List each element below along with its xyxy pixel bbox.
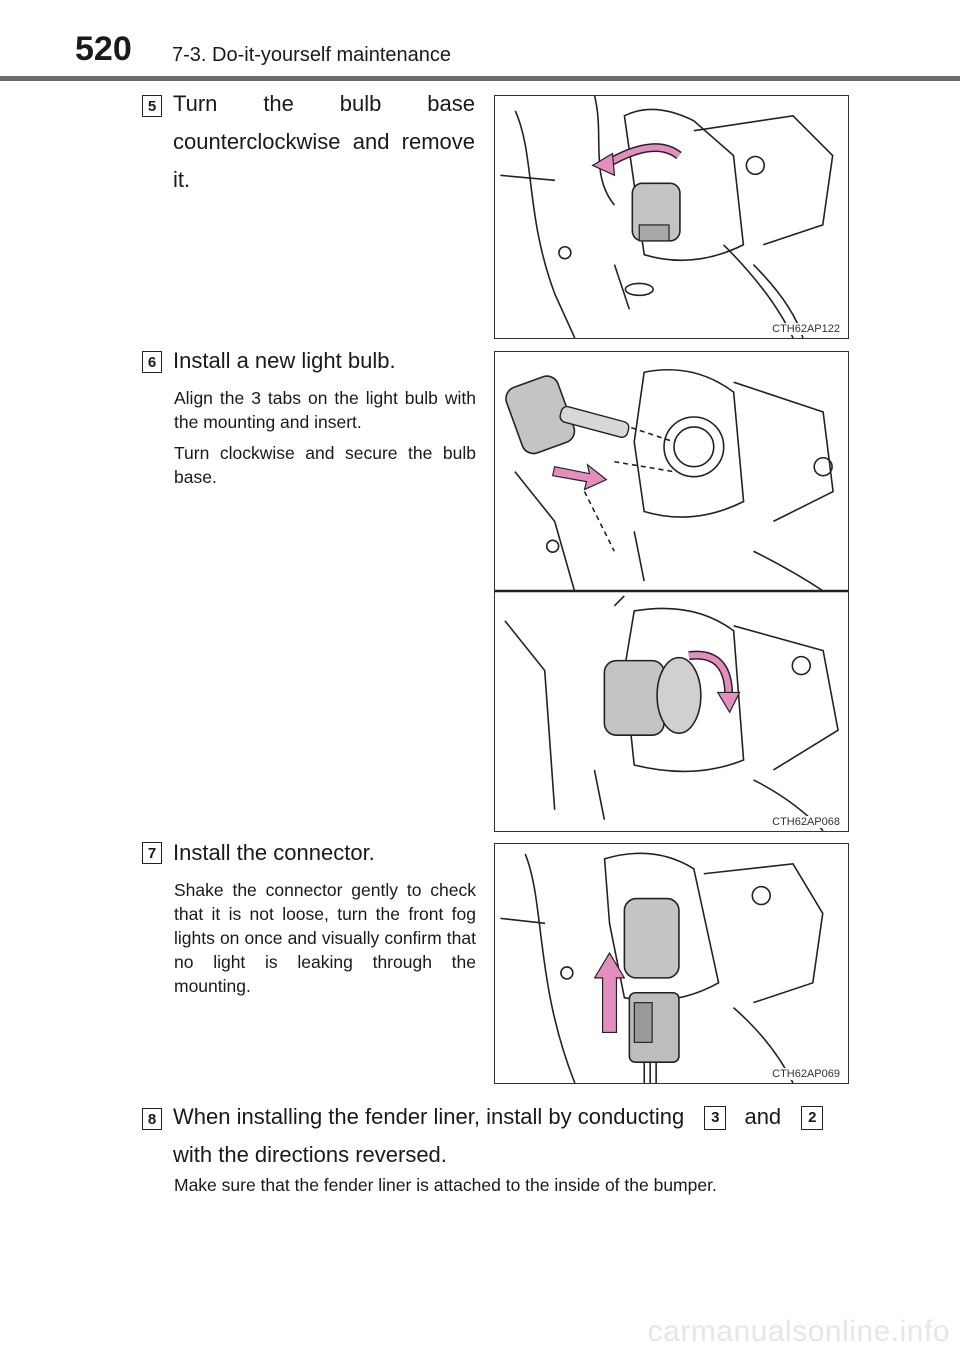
step-6-note-1: Align the 3 tabs on the light bulb with …: [174, 388, 476, 432]
step-6-text: Install a new light bulb.: [173, 348, 396, 373]
step-5-badge: 5: [142, 95, 162, 117]
step-2-reference: 2: [801, 1106, 824, 1130]
bulb-install-illustration: [495, 369, 848, 831]
connector-install-illustration: [500, 852, 824, 1083]
header-rule: [0, 76, 960, 81]
step-6-badge: 6: [142, 351, 162, 373]
step-7-note-1: Shake the connector gently to check that…: [174, 880, 476, 996]
step-8-note-1: Make sure that the fender liner is attac…: [174, 1175, 717, 1195]
step-7-text: Install the connector.: [173, 840, 375, 865]
bulb-removal-illustration: [500, 96, 834, 338]
step-8-text: When installing the fender liner, instal…: [173, 1098, 853, 1174]
step-3-reference: 3: [704, 1106, 727, 1130]
figure-code: CTH62AP068: [770, 816, 842, 828]
watermark: carmanualsonline.info: [647, 1315, 950, 1348]
step-6-note-2: Turn clockwise and secure the bulb base.: [174, 443, 476, 487]
page-number: 520: [75, 30, 132, 68]
step-8-text-before: When installing the fender liner, instal…: [173, 1104, 685, 1129]
figure-step-5: CTH62AP122: [494, 95, 849, 339]
section-title: 7-3. Do-it-yourself maintenance: [172, 44, 452, 66]
step-8-text-mid: and: [744, 1104, 782, 1129]
step-8-text-after: with the directions reversed.: [173, 1142, 447, 1167]
figure-code: CTH62AP122: [770, 323, 842, 335]
figure-step-7: CTH62AP069: [494, 843, 849, 1084]
figure-code: CTH62AP069: [770, 1068, 842, 1080]
step-7-badge: 7: [142, 842, 162, 864]
figure-step-6: CTH62AP068: [494, 351, 849, 832]
step-5-text: Turn the bulb base counterclockwise and …: [173, 91, 475, 192]
step-8-badge: 8: [142, 1108, 162, 1130]
